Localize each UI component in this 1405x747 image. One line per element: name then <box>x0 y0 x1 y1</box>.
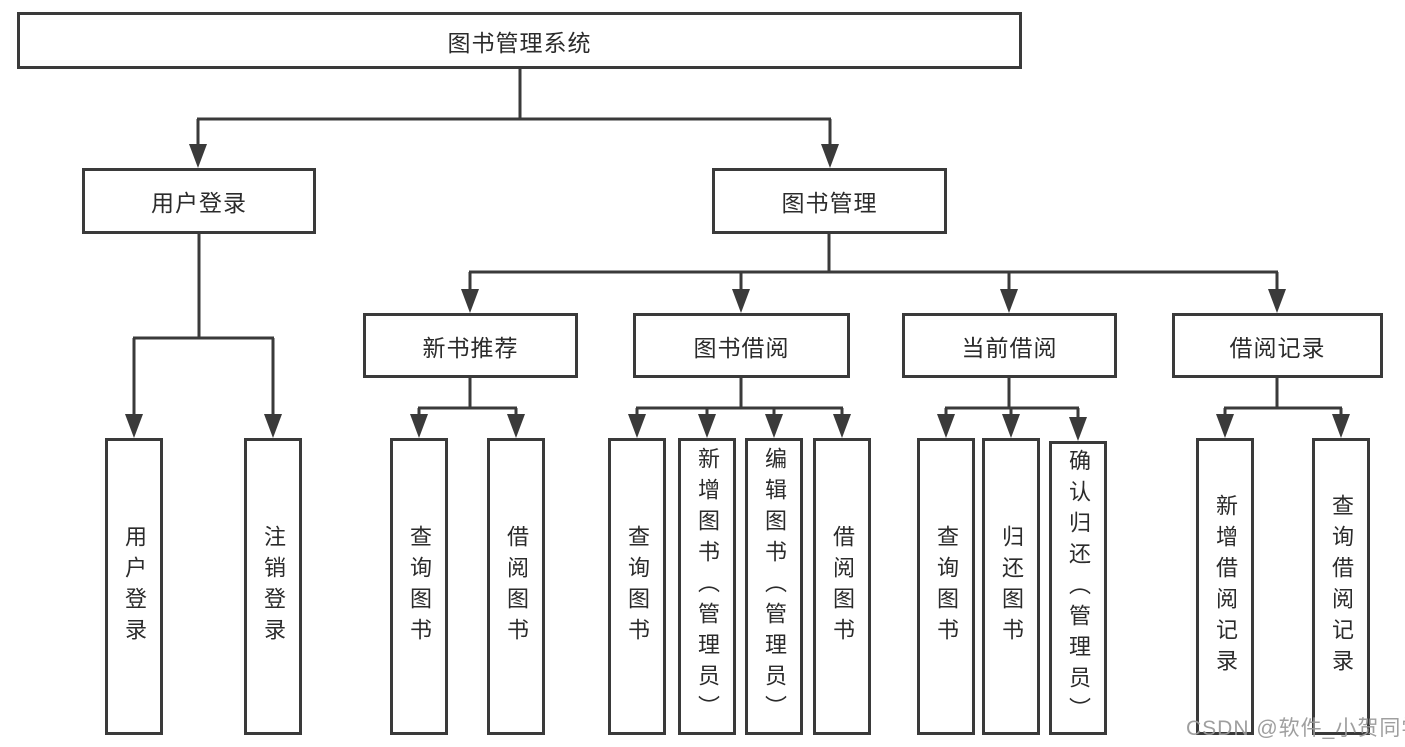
arrow-down-icon <box>1002 414 1020 438</box>
leaf-borrow-books-2: 借阅图书 <box>813 438 871 735</box>
arrow-down-icon <box>698 414 716 438</box>
leaf-query-books-2: 查询图书 <box>608 438 666 735</box>
leaf-borrow-books-1: 借阅图书 <box>487 438 545 735</box>
leaf-label: 查询图书 <box>934 524 959 649</box>
leaf-label: 查询借阅记录 <box>1329 493 1354 680</box>
leaf-label: 新增图书（管理员） <box>695 447 720 726</box>
leaf-label: 归还图书 <box>999 524 1024 649</box>
arrow-down-icon <box>937 414 955 438</box>
arrow-down-icon <box>765 414 783 438</box>
node-borrowing-records: 借阅记录 <box>1172 313 1383 378</box>
arrow-down-icon <box>1268 289 1286 313</box>
arrow-down-icon <box>833 414 851 438</box>
node-new-book-recommend: 新书推荐 <box>363 313 578 378</box>
node-root: 图书管理系统 <box>17 12 1022 69</box>
arrow-down-icon <box>732 289 750 313</box>
arrowheads <box>125 144 1350 441</box>
arrow-down-icon <box>821 144 839 168</box>
node-current-borrowing: 当前借阅 <box>902 313 1117 378</box>
leaf-label: 用户登录 <box>122 524 147 649</box>
leaf-add-book-admin: 新增图书（管理员） <box>678 438 736 735</box>
arrow-down-icon <box>410 414 428 438</box>
leaf-confirm-return-admin: 确认归还（管理员） <box>1049 441 1107 735</box>
leaf-label: 编辑图书（管理员） <box>762 447 787 726</box>
arrow-down-icon <box>507 414 525 438</box>
arrow-down-icon <box>1332 414 1350 438</box>
leaf-label: 新增借阅记录 <box>1213 493 1238 680</box>
arrow-down-icon <box>189 144 207 168</box>
watermark: CSDN @软件_小贺同学 <box>1186 717 1405 740</box>
leaf-edit-book-admin: 编辑图书（管理员） <box>745 438 803 735</box>
node-user-login-group: 用户登录 <box>82 168 316 234</box>
arrow-down-icon <box>1069 417 1087 441</box>
leaf-label: 借阅图书 <box>830 524 855 649</box>
leaf-add-borrow-record: 新增借阅记录 <box>1196 438 1254 735</box>
leaf-label: 注销登录 <box>261 524 286 649</box>
leaf-label: 查询图书 <box>407 524 432 649</box>
leaf-label: 借阅图书 <box>504 524 529 649</box>
node-book-borrowing: 图书借阅 <box>633 313 850 378</box>
leaf-user-login: 用户登录 <box>105 438 163 735</box>
arrow-down-icon <box>628 414 646 438</box>
leaf-logout: 注销登录 <box>244 438 302 735</box>
leaf-label: 确认归还（管理员） <box>1066 448 1091 728</box>
arrow-down-icon <box>1216 414 1234 438</box>
arrow-down-icon <box>1000 289 1018 313</box>
leaf-query-books-3: 查询图书 <box>917 438 975 735</box>
arrow-down-icon <box>125 414 143 438</box>
leaf-return-books: 归还图书 <box>982 438 1040 735</box>
leaf-label: 查询图书 <box>625 524 650 649</box>
arrow-down-icon <box>461 289 479 313</box>
leaf-query-borrow-record: 查询借阅记录 <box>1312 438 1370 735</box>
leaf-query-books-1: 查询图书 <box>390 438 448 735</box>
arrow-down-icon <box>264 414 282 438</box>
node-book-management: 图书管理 <box>712 168 947 234</box>
